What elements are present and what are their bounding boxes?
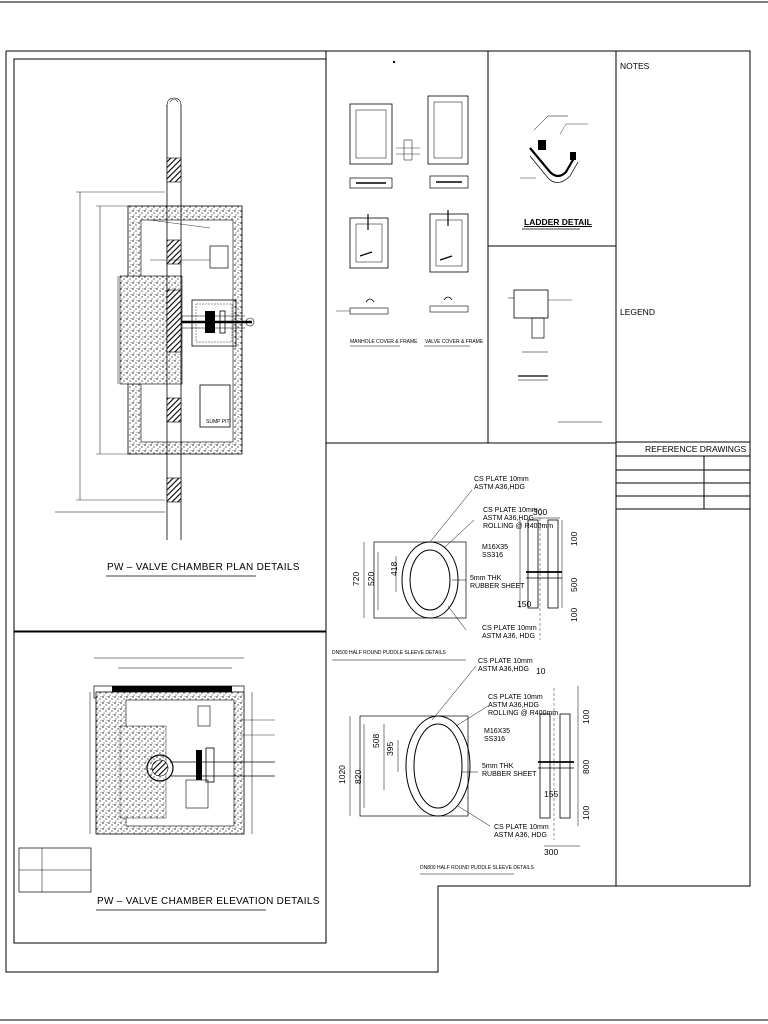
dim-300b: 300 [544, 847, 559, 857]
callout-rubber2-spec: RUBBER SHEET [482, 771, 537, 778]
callout-cs-plate-6: CS PLATE 10mm [494, 824, 549, 831]
dim-150: 150 [517, 599, 532, 609]
dim-418: 418 [389, 561, 399, 576]
callout-cs-plate-2: CS PLATE 10mm [483, 507, 538, 514]
callout-bolt2: M16X35 [484, 728, 511, 735]
ladder-drawing [520, 115, 588, 183]
dim-500: 500 [569, 577, 579, 592]
callout-cs-plate-4: CS PLATE 10mm [478, 658, 533, 665]
callout-bolt: M16X35 [482, 544, 509, 551]
dim-800: 800 [581, 759, 591, 774]
callout-cs-plate-5-rolling: ROLLING @ R400mm [488, 710, 559, 717]
callout-cs-plate-5-spec: ASTM A36,HDG [488, 702, 539, 709]
dim-820: 820 [353, 769, 363, 784]
callout-cs-plate-1: CS PLATE 10mm [474, 476, 529, 483]
callout-cs-plate-5: CS PLATE 10mm [488, 694, 543, 701]
manhole-cover-title: MANHOLE COVER & FRAME [350, 339, 418, 345]
callout-cs-plate-3: CS PLATE 10mm [482, 625, 537, 632]
puddle-small-title: DN500 HALF ROUND PUDDLE SLEEVE DETAILS [332, 650, 446, 656]
dim-100a: 100 [569, 531, 579, 546]
callout-cs-plate-4-spec: ASTM A36,HDG [478, 666, 529, 673]
dim-1020: 1020 [337, 765, 347, 784]
callout-cs-plate-1-spec: ASTM A36,HDG [474, 484, 525, 491]
dim-100c: 100 [581, 709, 591, 724]
callout-rubber-spec: RUBBER SHEET [470, 583, 525, 590]
notes-heading: NOTES [620, 61, 650, 71]
plan-drawing [55, 97, 255, 540]
elevation-title: PW – VALVE CHAMBER ELEVATION DETAILS [97, 896, 320, 907]
bracket-drawing [508, 289, 572, 381]
callout-cs-plate-3-spec: ASTM A36, HDG [482, 633, 535, 640]
dim-155: 155 [544, 789, 559, 799]
dim-100b: 100 [569, 607, 579, 622]
callout-cs-plate-6-spec: ASTM A36, HDG [494, 832, 547, 839]
callout-cs-plate-2-rolling: ROLLING @ R400mm [483, 523, 554, 530]
callout-bolt-spec: SS316 [482, 552, 504, 559]
dim-520: 520 [366, 571, 376, 586]
elevation-drawing [89, 657, 275, 835]
puddle-sleeve-large-drawing [349, 665, 580, 847]
reference-drawings-heading: REFERENCE DRAWINGS [645, 444, 747, 454]
cover-frame-drawing [336, 95, 469, 315]
sump-label: SUMP PIT [206, 419, 230, 425]
puddle-large-title: DN800 HALF ROUND PUDDLE SLEEVE DETAILS [420, 865, 534, 871]
callout-bolt2-spec: SS316 [484, 736, 506, 743]
puddle-sleeve-small-drawing [363, 489, 563, 640]
dim-300a: 300 [533, 507, 548, 517]
ladder-title: LADDER DETAIL [524, 217, 592, 227]
dim-10: 10 [536, 666, 546, 676]
plan-title: PW – VALVE CHAMBER PLAN DETAILS [107, 562, 300, 573]
dim-395: 395 [385, 741, 395, 756]
dim-720: 720 [351, 571, 361, 586]
callout-rubber: 5mm THK [470, 575, 502, 582]
callout-rubber2: 5mm THK [482, 763, 514, 770]
dim-508: 508 [371, 733, 381, 748]
callout-cs-plate-2-spec: ASTM A36,HDG [483, 515, 534, 522]
valve-cover-title: VALVE COVER & FRAME [425, 339, 484, 345]
dim-100d: 100 [581, 805, 591, 820]
legend-heading: LEGEND [620, 307, 655, 317]
